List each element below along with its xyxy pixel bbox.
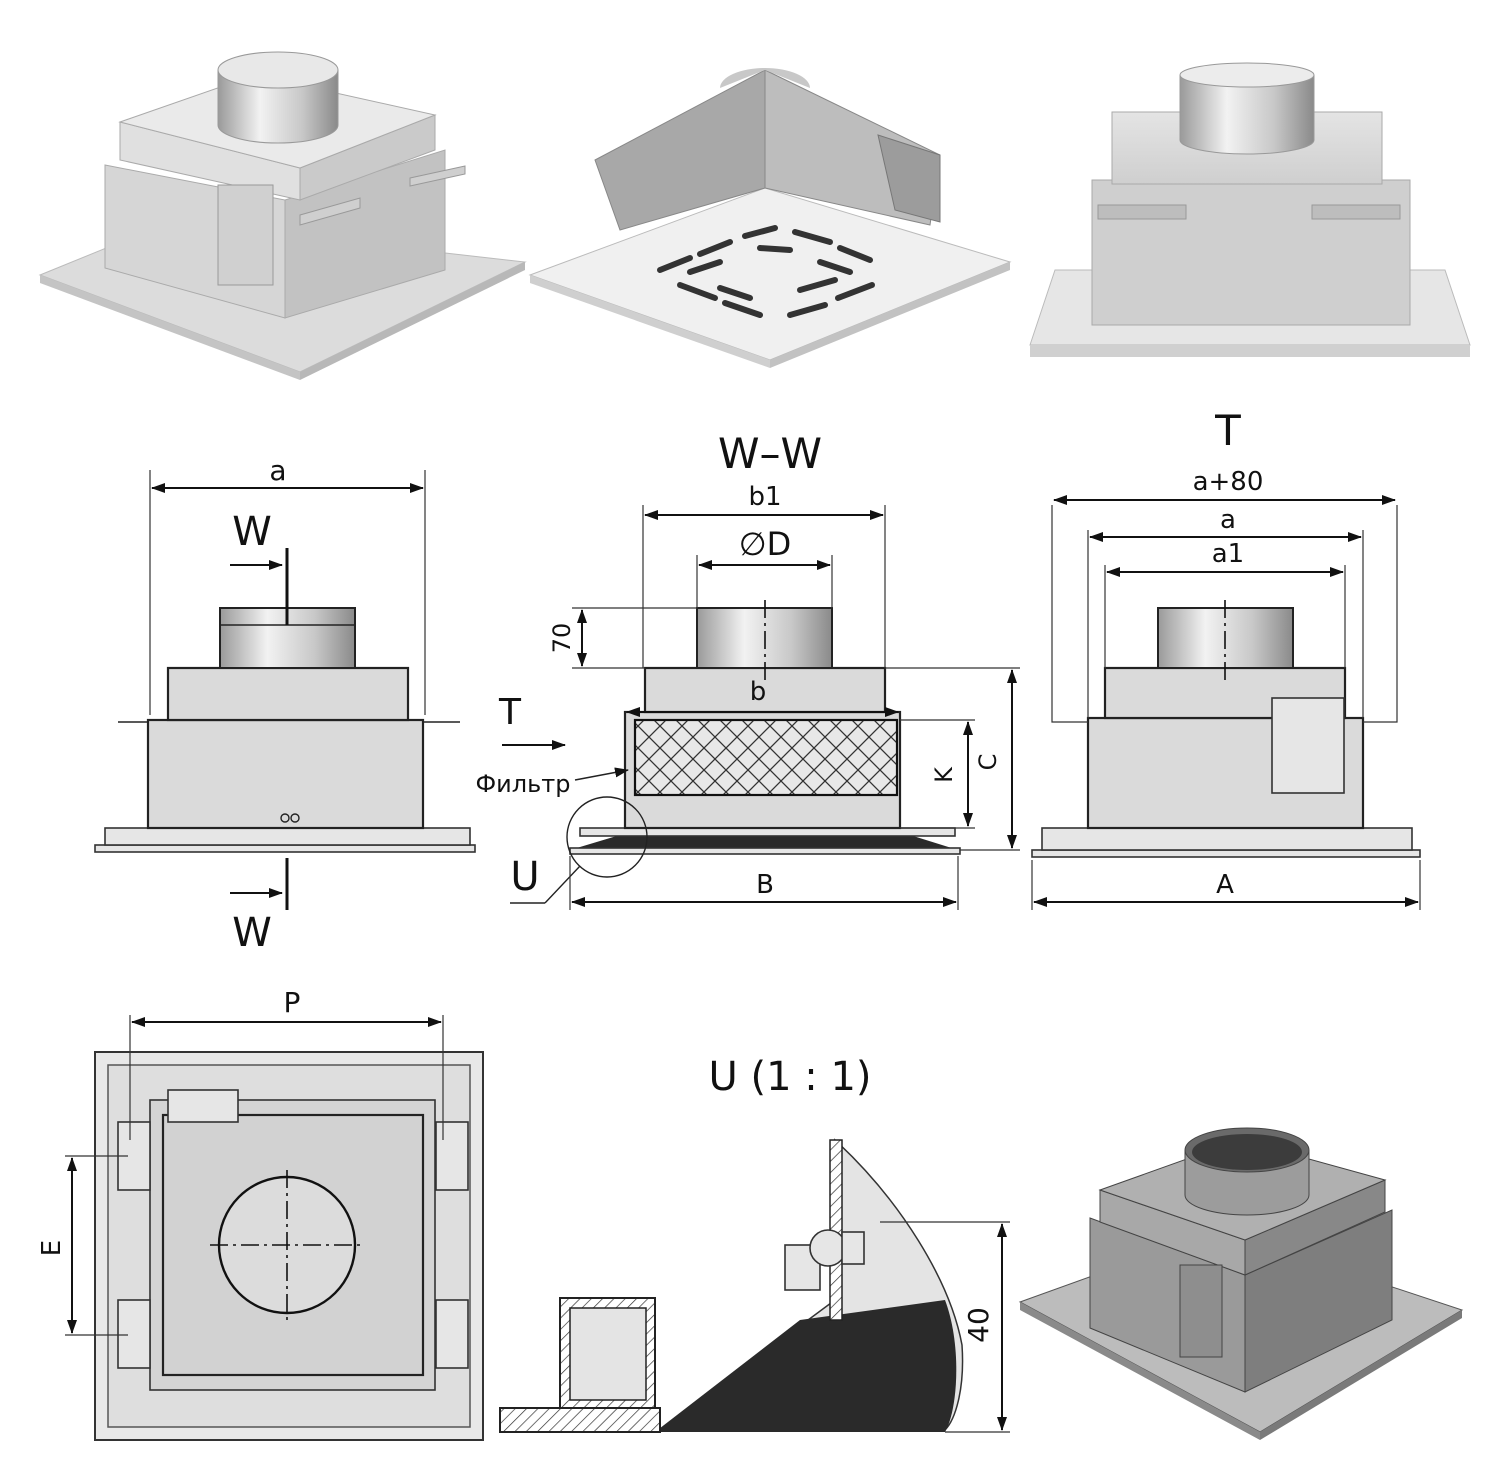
render-2-isometric-bottom <box>528 68 1012 368</box>
dim-e-label: E <box>37 1240 67 1256</box>
detail-u-view: U (1 : 1) 40 <box>499 1054 1010 1433</box>
section-mark-bottom: W <box>232 910 272 956</box>
dim-k-label: K <box>930 766 958 783</box>
dim-b1-label: b1 <box>748 482 781 512</box>
filter-callout-label: Фильтр <box>476 770 571 798</box>
detail-title: U (1 : 1) <box>708 1054 871 1100</box>
dim-a-label: a <box>269 454 286 487</box>
dim-c-label: C <box>974 754 1002 771</box>
view-t: T a+80 a a1 A <box>1031 406 1421 910</box>
section-mark-top: W <box>232 509 272 555</box>
top-view: P E <box>37 986 484 1441</box>
filter-element <box>633 718 899 797</box>
dim-70-label: 70 <box>548 623 576 654</box>
render-3-front <box>1029 62 1471 357</box>
dim-40-label: 40 <box>962 1307 995 1343</box>
dim-diameter-label: ∅D <box>739 525 792 563</box>
section-title: W–W <box>718 429 822 478</box>
dim-b-bottom-label: B <box>756 870 774 900</box>
front-view: a W W <box>94 454 476 956</box>
dim-a-bottom-label: A <box>1216 870 1234 900</box>
view-t-title: T <box>1214 406 1241 455</box>
view-arrow-t-label: T <box>498 692 522 733</box>
dim-a80-label: a+80 <box>1193 467 1264 497</box>
detail-u-circle <box>566 796 648 878</box>
dim-a-label-t: a <box>1220 505 1236 535</box>
dim-a1-label: a1 <box>1212 539 1244 569</box>
render-1-isometric-top <box>38 51 527 380</box>
render-4-isometric-dark <box>1018 1127 1464 1440</box>
dim-b-label: b <box>750 677 767 707</box>
diffuser-slot-pattern <box>657 225 875 318</box>
section-view: W–W b1 ∅D 70 b T Фильтр K C <box>476 429 1020 910</box>
dim-p-label: P <box>284 986 301 1019</box>
detail-mark-u: U <box>510 854 539 900</box>
